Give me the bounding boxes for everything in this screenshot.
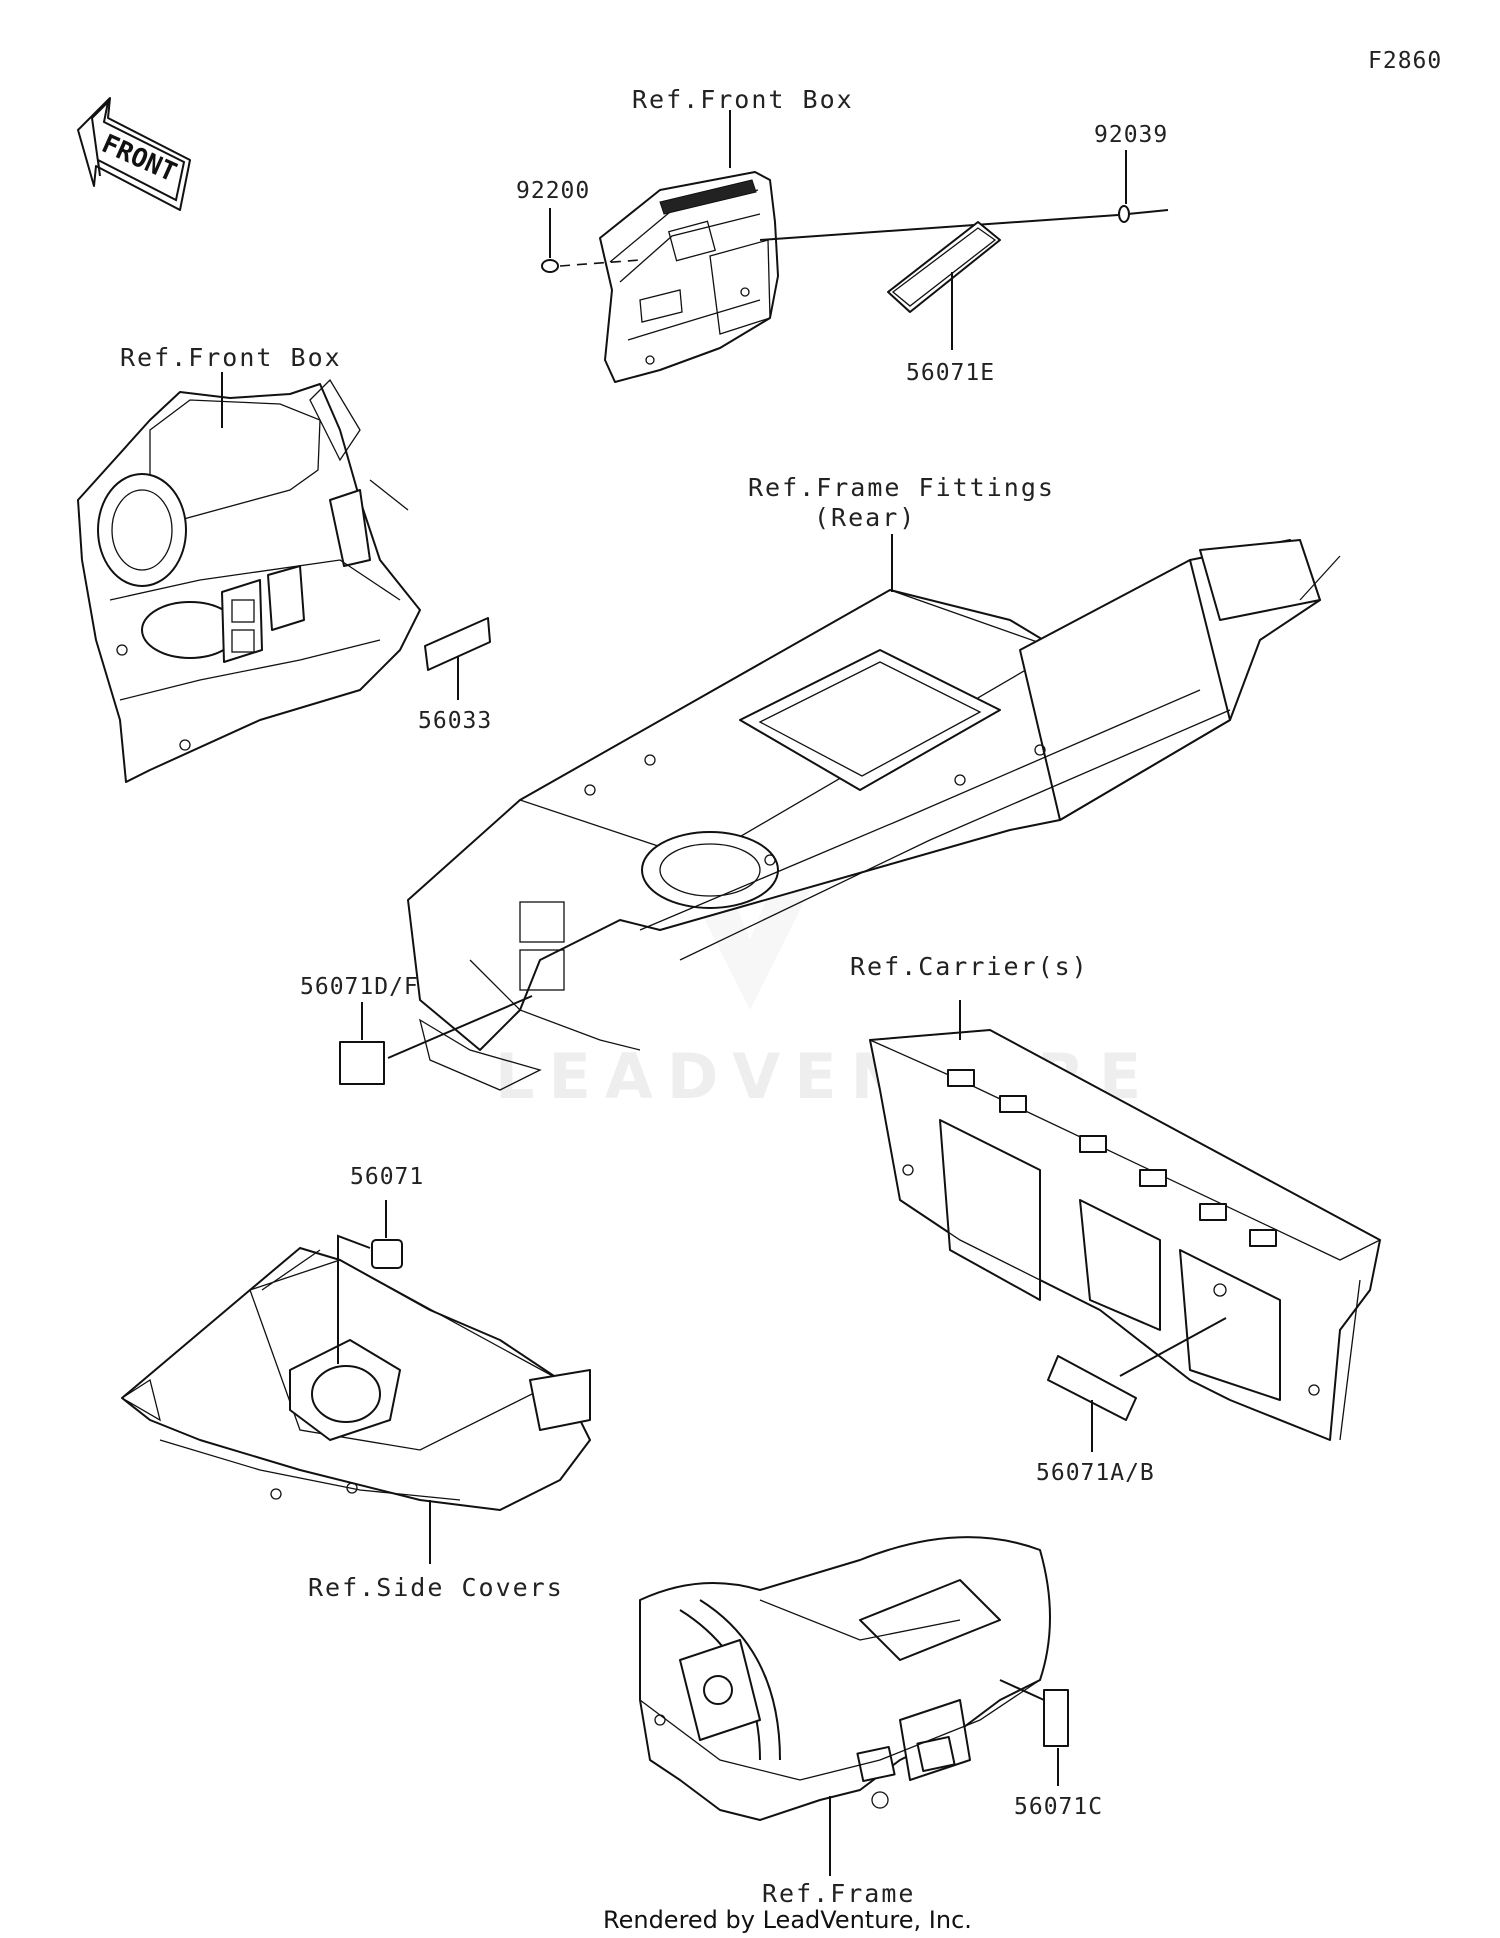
part-56071-label: 56071 xyxy=(350,1164,424,1190)
label-56071-icon xyxy=(371,1239,403,1269)
ref-frame-label: Ref.Frame xyxy=(762,1879,915,1908)
part-56071DF-label: 56071D/F xyxy=(300,974,419,1000)
dash-92200 xyxy=(559,259,641,267)
side-covers xyxy=(120,1247,591,1511)
ref-frame-fittings-line1: Ref.Frame Fittings xyxy=(748,473,1055,502)
ref-frame-fittings-line2: (Rear) xyxy=(814,503,916,532)
label-56071DF-icon xyxy=(339,1041,385,1085)
nut-92200-icon xyxy=(541,259,559,273)
label-56033-icon xyxy=(424,617,491,671)
front-box-panel-top xyxy=(599,171,779,383)
part-92039-label: 92039 xyxy=(1094,122,1168,148)
frame-rear-hitch xyxy=(639,1536,1051,1821)
part-92200-label: 92200 xyxy=(516,178,590,204)
part-56071E-label: 56071E xyxy=(906,360,995,386)
pointer-56071 xyxy=(337,1234,371,1364)
label-56071E-icon xyxy=(887,221,1001,313)
pointer-56071AB xyxy=(1119,1317,1227,1377)
dash-92039 xyxy=(759,214,1119,241)
pointer-56071C xyxy=(999,1679,1045,1701)
carrier-rear xyxy=(869,1029,1382,1441)
ref-side-covers-label: Ref.Side Covers xyxy=(308,1573,564,1602)
front-arrow-icon: FRONT xyxy=(77,97,191,211)
label-56071C-icon xyxy=(1043,1689,1069,1747)
ref-carrier-label: Ref.Carrier(s) xyxy=(850,952,1089,981)
label-56071AB-icon xyxy=(1047,1355,1137,1421)
ref-front-box-top-label: Ref.Front Box xyxy=(632,85,854,114)
diagram-id: F2860 xyxy=(1368,48,1442,74)
frame-fittings-rear xyxy=(407,539,1341,1091)
screw-92039-icon xyxy=(1118,205,1169,223)
front-box-dash-left xyxy=(77,378,421,783)
part-56071C-label: 56071C xyxy=(1014,1794,1103,1820)
part-56071AB-label: 56071A/B xyxy=(1036,1460,1155,1486)
pointer-56071DF xyxy=(387,995,533,1059)
part-56033-label: 56033 xyxy=(418,708,492,734)
ref-front-box-left-label: Ref.Front Box xyxy=(120,343,342,372)
footer-credit: Rendered by LeadVenture, Inc. xyxy=(603,1906,972,1934)
